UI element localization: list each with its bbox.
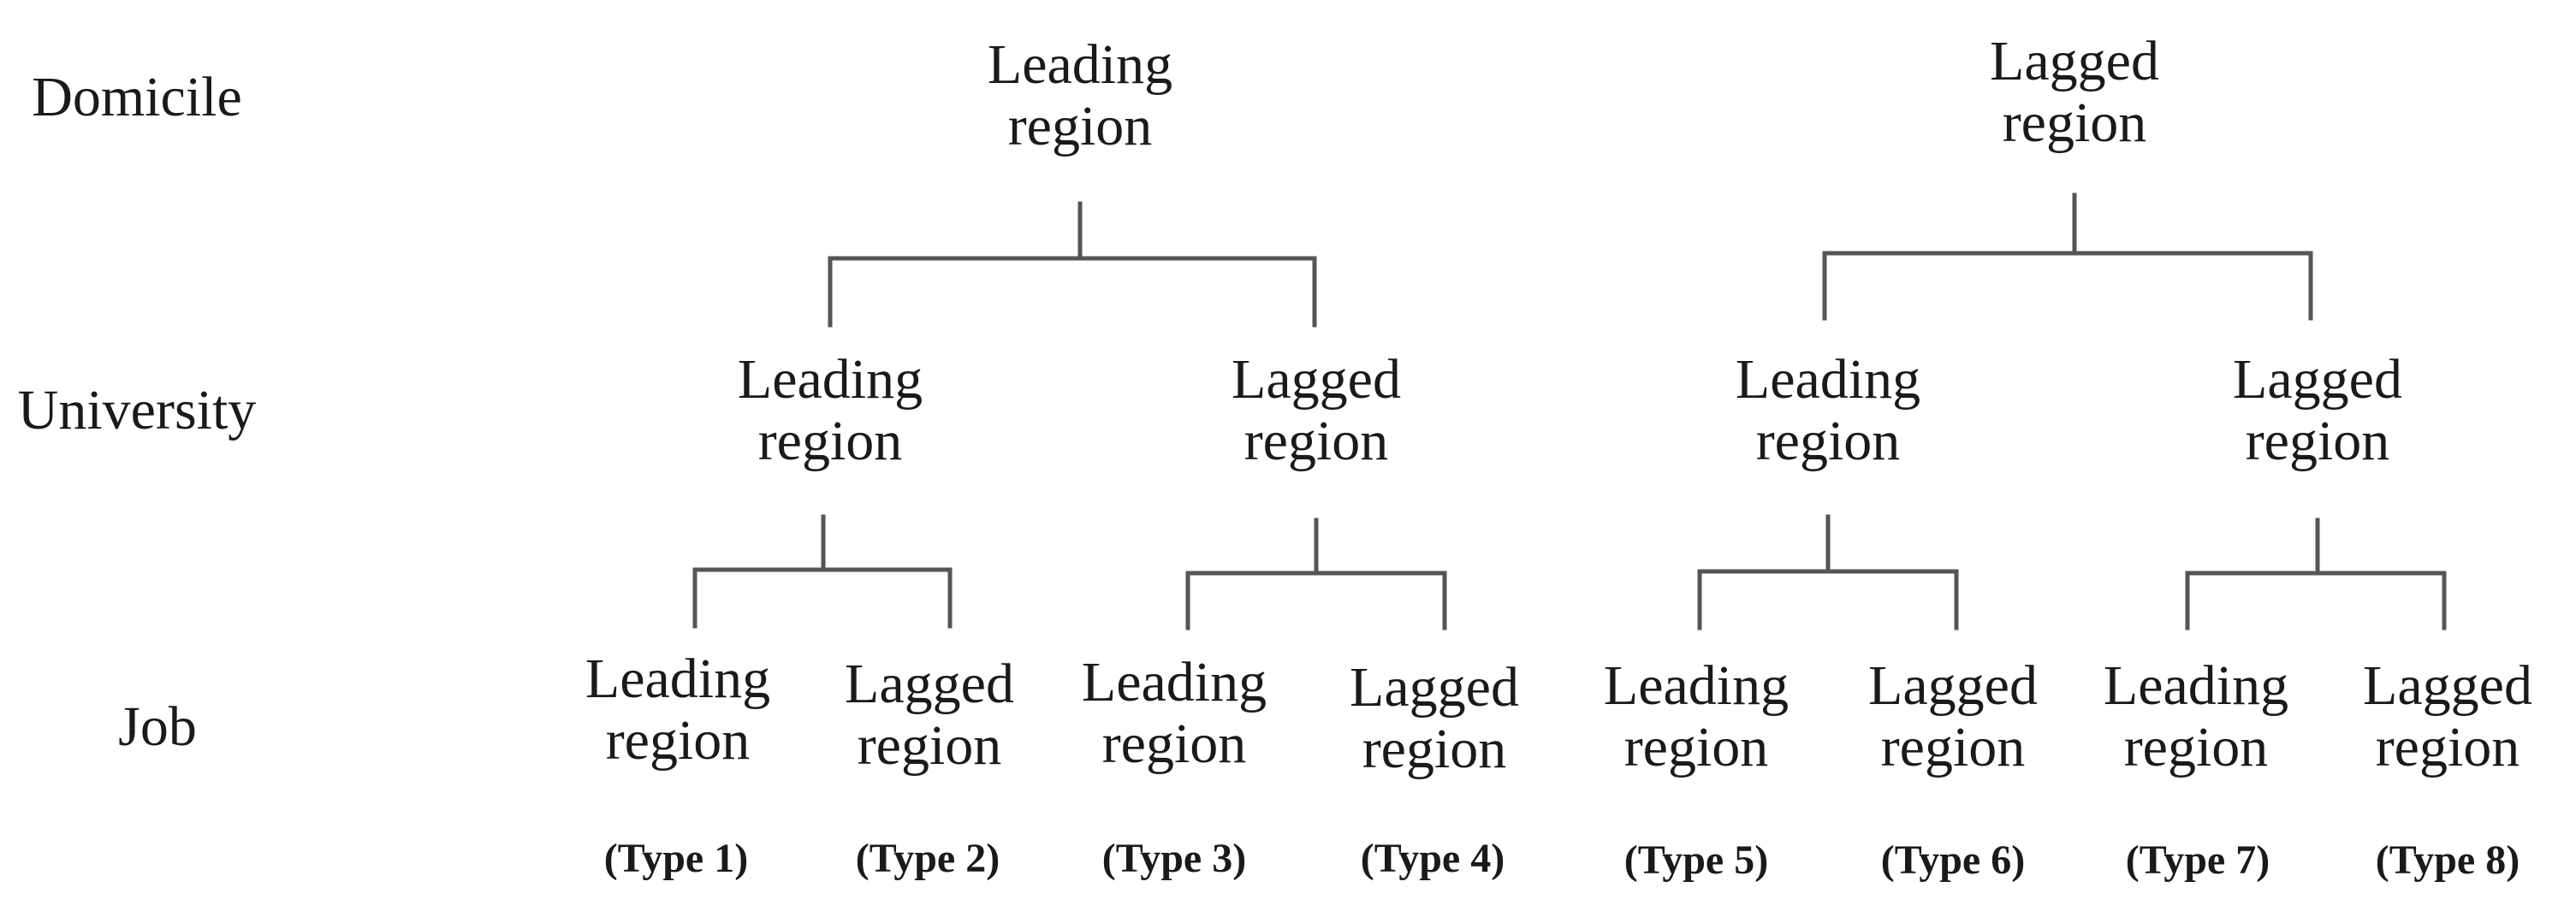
node-line1: Leading — [2103, 654, 2289, 717]
node-line2: region — [2002, 92, 2147, 154]
node-line2: region — [1007, 95, 1153, 157]
type-label-1: (Type 1) — [603, 836, 749, 881]
node-line1: Lagged — [1990, 30, 2159, 92]
node-line1: Lagged — [2363, 654, 2532, 717]
node-line2: region — [757, 410, 903, 472]
node-line1: Leading — [1603, 654, 1790, 717]
university-node-2: Lagged region — [1179, 349, 1453, 472]
node-line1: Leading — [585, 648, 771, 710]
node-line2: region — [1101, 713, 1247, 775]
job-node-6: Lagged region — [1816, 655, 2090, 778]
node-line2: region — [1880, 716, 2026, 778]
node-line2: region — [2123, 716, 2269, 778]
node-line2: region — [857, 714, 1002, 777]
job-node-7: Leading region — [2059, 655, 2333, 778]
job-node-1: Leading region — [541, 648, 815, 772]
domicile-node-leading: Leading region — [943, 34, 1217, 157]
domicile-node-lagged: Lagged region — [1938, 31, 2211, 154]
row-label-university: University — [17, 379, 257, 441]
node-line1: Lagged — [2233, 348, 2402, 411]
row-label-domicile: Domicile — [32, 66, 242, 128]
node-line2: region — [2245, 410, 2390, 472]
node-line1: Lagged — [1350, 656, 1519, 719]
type-label-8: (Type 8) — [2375, 837, 2520, 883]
node-line2: region — [605, 709, 751, 772]
row-label-job: Job — [118, 695, 197, 758]
type-label-7: (Type 7) — [2125, 837, 2270, 883]
job-node-8: Lagged region — [2311, 655, 2576, 778]
node-line2: region — [1623, 716, 1769, 778]
university-node-1: Leading region — [693, 349, 967, 472]
job-node-5: Leading region — [1559, 655, 1833, 778]
job-node-3: Leading region — [1037, 652, 1311, 775]
university-node-4: Lagged region — [2181, 349, 2454, 472]
type-label-4: (Type 4) — [1360, 836, 1505, 881]
node-line1: Lagged — [845, 653, 1014, 715]
node-line1: Lagged — [1232, 348, 1401, 411]
type-label-6: (Type 6) — [1880, 837, 2026, 883]
node-line1: Leading — [1081, 651, 1267, 713]
node-line1: Leading — [1735, 348, 1921, 411]
node-line1: Lagged — [1868, 654, 2038, 717]
job-node-2: Lagged region — [792, 654, 1066, 777]
university-node-3: Leading region — [1691, 349, 1965, 472]
node-line2: region — [2375, 716, 2520, 778]
node-line2: region — [1362, 718, 1507, 780]
type-label-2: (Type 2) — [855, 836, 1000, 881]
job-node-4: Lagged region — [1297, 657, 1571, 780]
type-label-3: (Type 3) — [1101, 836, 1247, 881]
node-line1: Leading — [987, 33, 1173, 96]
node-line2: region — [1755, 410, 1901, 472]
node-line1: Leading — [737, 348, 923, 411]
node-line2: region — [1243, 410, 1389, 472]
type-label-5: (Type 5) — [1623, 837, 1769, 883]
